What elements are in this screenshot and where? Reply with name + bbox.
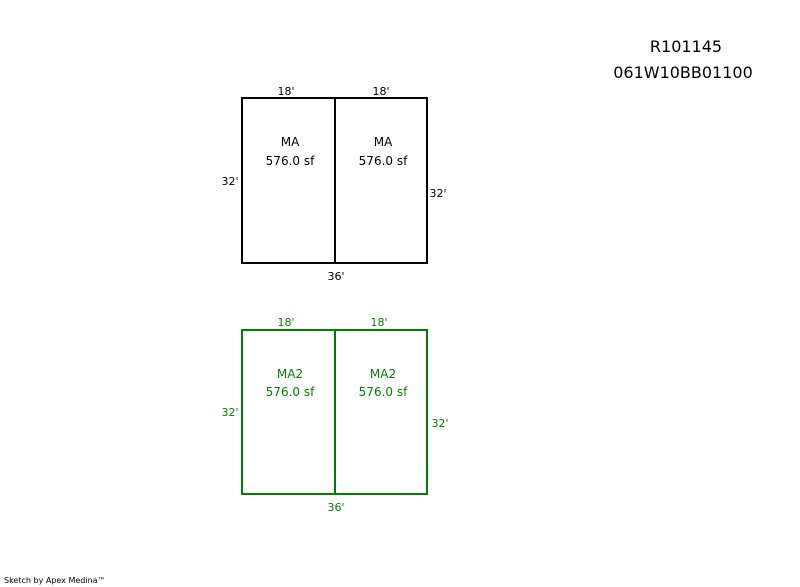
level-1-area-2-code: MA: [374, 135, 393, 149]
level-1-dim-right: 32': [429, 187, 446, 200]
level-1-dim-top-right: 18': [372, 85, 389, 98]
level-2-area-2-size: 576.0 sf: [359, 385, 408, 399]
level-1-dim-top-left: 18': [277, 85, 294, 98]
level-2-area-1-size: 576.0 sf: [266, 385, 315, 399]
level-1-sketch: 18' 18' 32' 32' 36' MA 576.0 sf MA 576.0…: [221, 85, 446, 283]
level-1-dim-bottom: 36': [327, 270, 344, 283]
level-1-area-1-code: MA: [281, 135, 300, 149]
map-number: 061W10BB01100: [613, 63, 753, 82]
level-1-dim-left: 32': [221, 175, 238, 188]
level-2-dim-top-left: 18': [277, 316, 294, 329]
level-2-dim-right: 32': [431, 417, 448, 430]
level-1-area-2-size: 576.0 sf: [359, 154, 408, 168]
level-2-dim-top-right: 18': [370, 316, 387, 329]
sketch-credit: Sketch by Apex Medina™: [4, 576, 106, 585]
parcel-id: R101145: [650, 37, 722, 56]
level-1-area-1-size: 576.0 sf: [266, 154, 315, 168]
level-2-area-2-code: MA2: [370, 367, 396, 381]
level-2-sketch: 18' 18' 32' 32' 36' MA2 576.0 sf MA2 576…: [221, 316, 448, 514]
level-2-dim-left: 32': [221, 406, 238, 419]
level-2-dim-bottom: 36': [327, 501, 344, 514]
level-2-area-1-code: MA2: [277, 367, 303, 381]
